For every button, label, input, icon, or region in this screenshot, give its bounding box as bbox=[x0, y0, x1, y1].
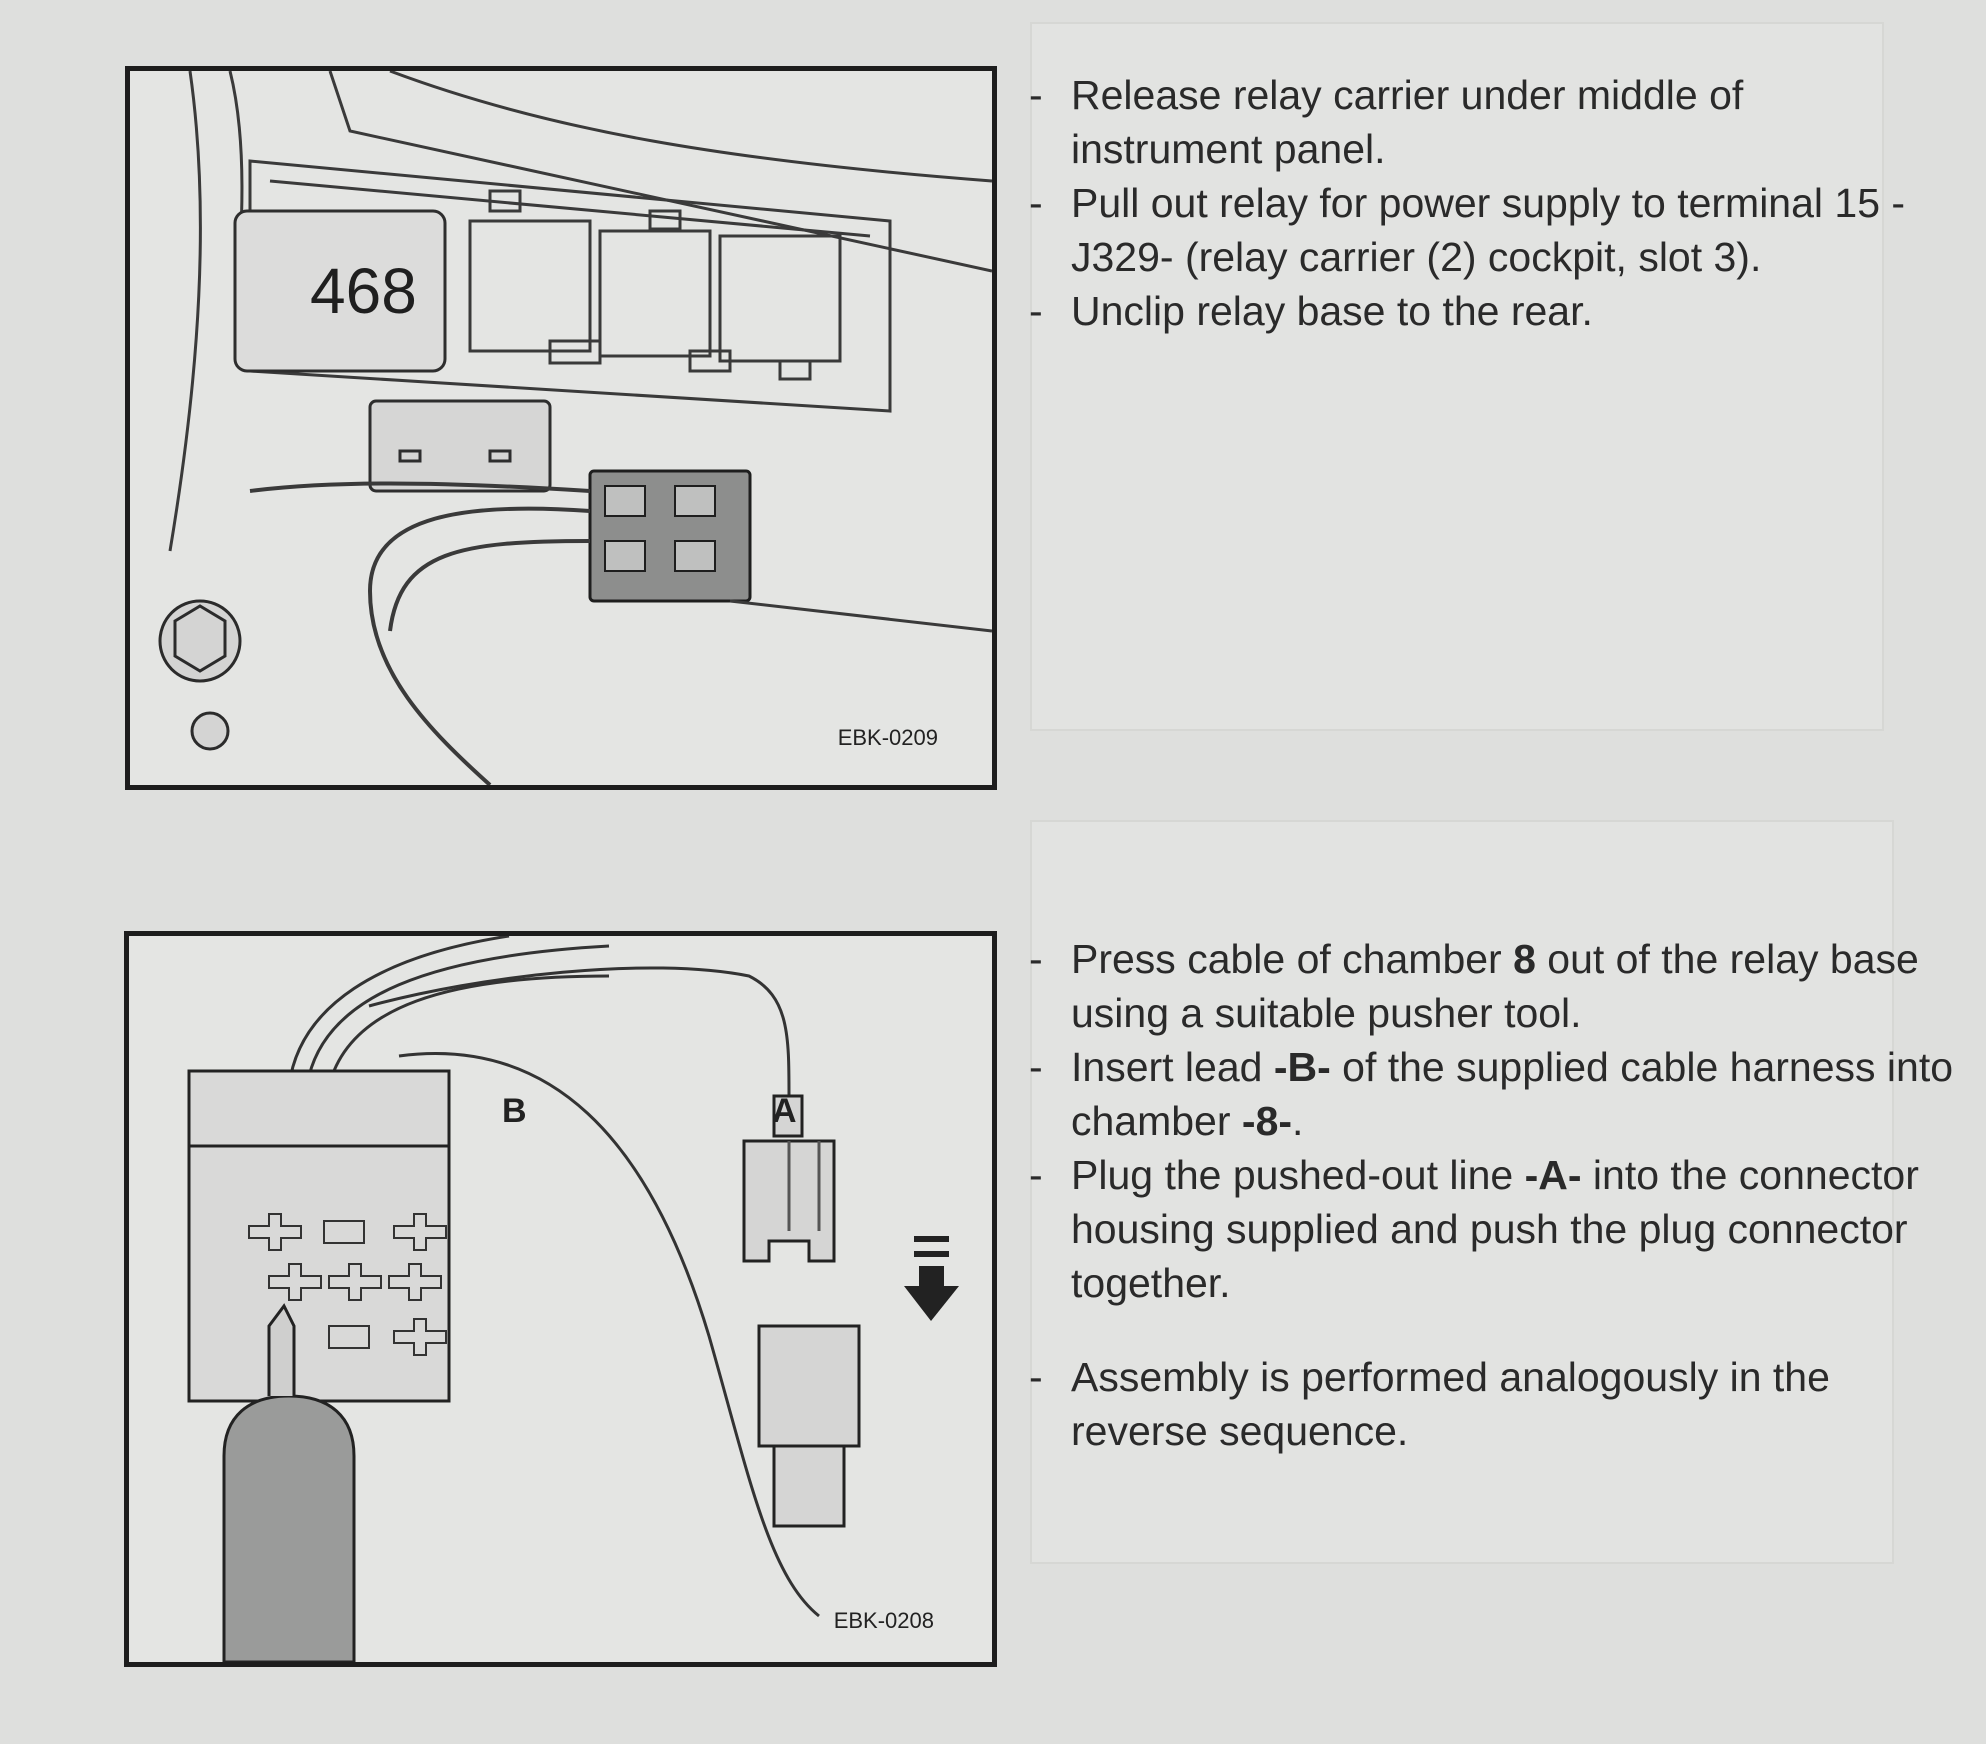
instruction-step: -Assembly is performed analogously in th… bbox=[1029, 1354, 1830, 1454]
callout-a-label: A bbox=[772, 1092, 797, 1130]
instruction-step: -Release relay carrier under middle of i… bbox=[1029, 72, 1744, 172]
pusher-tool bbox=[222, 1394, 356, 1662]
callout-b-label: B bbox=[502, 1092, 527, 1130]
reverse-page-ghost-panel bbox=[1030, 820, 1894, 1564]
relay-number-label: 468 bbox=[310, 255, 417, 327]
instruction-step: -Pull out relay for power supply to term… bbox=[1029, 180, 1906, 280]
figure-code: EBK-0208 bbox=[833, 1608, 934, 1633]
figure-relay-base-connector: B A EBK-0208 bbox=[124, 931, 997, 1667]
instruction-step: -Unclip relay base to the rear. bbox=[1029, 288, 1593, 334]
instruction-step: -Plug the pushed-out line -A- into the c… bbox=[1029, 1152, 1919, 1306]
push-down-arrow bbox=[904, 1236, 959, 1321]
relay-468 bbox=[233, 209, 447, 373]
figure-relay-carrier: 468 EBK-0209 bbox=[125, 66, 997, 790]
instruction-step: -Insert lead -B- of the supplied cable h… bbox=[1029, 1044, 1954, 1144]
relay-base bbox=[187, 1069, 451, 1403]
instructions-section-1: -Release relay carrier under middle of i… bbox=[1025, 68, 1925, 338]
figure-code: EBK-0209 bbox=[837, 725, 938, 750]
instruction-step: -Press cable of chamber 8 out of the rel… bbox=[1029, 936, 1919, 1036]
reverse-page-ghost-panel bbox=[1030, 22, 1884, 731]
instructions-section-2: -Press cable of chamber 8 out of the rel… bbox=[1025, 932, 1965, 1458]
relay-carrier-illustration bbox=[158, 71, 992, 785]
relay-base-connector-illustration bbox=[187, 936, 959, 1662]
